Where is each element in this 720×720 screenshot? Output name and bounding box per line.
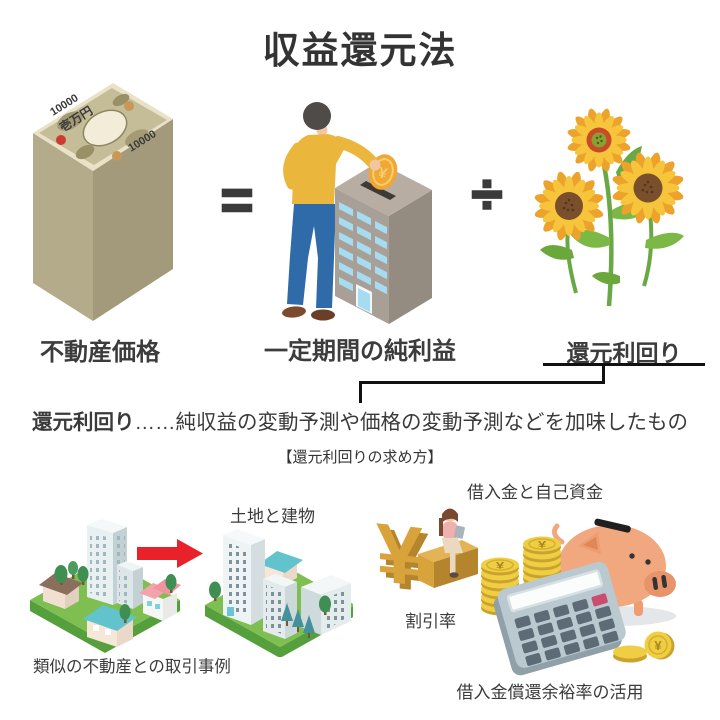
label-land-building: 土地と建物 xyxy=(230,507,315,526)
person-head xyxy=(303,102,331,130)
connector-vertical-right xyxy=(602,366,605,383)
coin-slot xyxy=(360,181,396,200)
divide-sign: ÷ xyxy=(470,162,503,225)
sitting-woman xyxy=(439,508,465,578)
connector-horizontal xyxy=(359,381,605,384)
sunflower-right xyxy=(603,143,693,233)
label-discount-rate: 割引率 xyxy=(405,612,456,631)
caption-comparable-transactions: 類似の不動産との取引事例 xyxy=(33,658,231,676)
label-property-price: 不動産価格 xyxy=(40,339,160,366)
cap-rate-underline xyxy=(543,363,705,366)
town-before xyxy=(30,519,181,653)
coin-yen-text: ¥ xyxy=(538,540,546,550)
person-hand xyxy=(369,159,381,171)
building-coin-deposit-illustration: ¥ xyxy=(282,102,432,324)
section-heading: 【還元利回りの求め方】 xyxy=(277,449,443,466)
money-stack-illustration: 10000 壱万円 10000 xyxy=(33,83,173,321)
sunflower-left xyxy=(525,162,613,250)
page-title: 収益還元法 xyxy=(262,30,458,71)
calculator xyxy=(493,561,626,676)
label-cap-rate: 還元利回り xyxy=(566,340,682,366)
comparable-towns-illustration xyxy=(30,519,353,657)
yen-3d-front: ¥ xyxy=(376,505,423,604)
red-arrow-icon xyxy=(137,539,203,568)
calculator-pink-key xyxy=(591,593,608,607)
definition-description: ……純収益の変動予測や価格の変動予測などを加味したもの xyxy=(134,411,689,434)
coin-yen-text: ¥ xyxy=(496,561,504,571)
calculator-coins-piggy-illustration: ¥ ¥ xyxy=(481,518,676,676)
caption-debt-coverage: 借入金償還余裕率の活用 xyxy=(456,683,644,702)
connector-vertical-left xyxy=(359,381,362,403)
equals-sign: = xyxy=(219,168,254,231)
cap-rate-definition: 還元利回り……純収益の変動予測や価格の変動予測などを加味したもの xyxy=(0,405,720,435)
coin-yen-text: ¥ xyxy=(654,638,662,653)
yen-block-person-illustration: ¥ ¥ xyxy=(376,505,478,610)
sunflowers-illustration xyxy=(525,100,693,307)
sunflower-top xyxy=(559,100,639,180)
calculator-screen xyxy=(506,569,604,613)
label-net-profit: 一定期間の純利益 xyxy=(264,338,456,365)
label-loan-equity: 借入金と自己資金 xyxy=(467,483,603,502)
loose-coins: ¥ xyxy=(613,631,675,663)
town-after xyxy=(205,529,353,657)
definition-term: 還元利回り xyxy=(32,411,135,434)
